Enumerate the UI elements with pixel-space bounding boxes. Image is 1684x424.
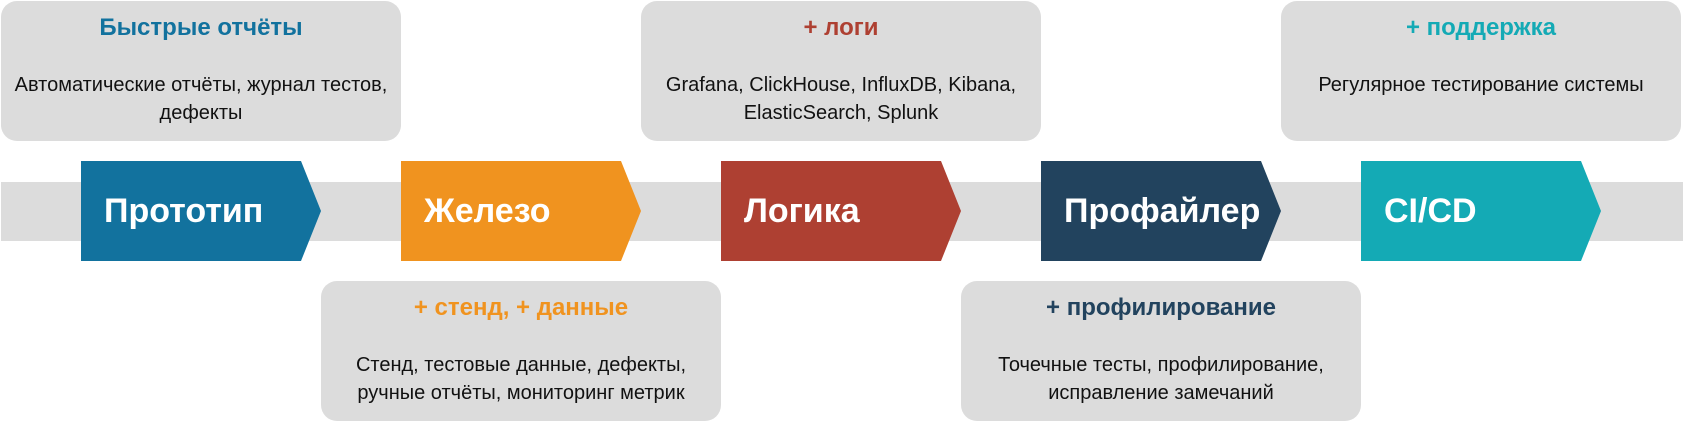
stage-label: Прототип bbox=[104, 192, 264, 230]
card-stand-data: + стенд, + данные Стенд, тестовые данные… bbox=[321, 281, 721, 421]
arrow-shape-icon bbox=[1361, 161, 1601, 261]
card-description: Регулярное тестирование системы bbox=[1318, 74, 1644, 96]
card-title: + стенд, + данные bbox=[413, 294, 629, 321]
card-description: Точечные тесты, профилирование, исправле… bbox=[998, 354, 1324, 404]
stage-label: Железо bbox=[424, 192, 551, 230]
card-logs: + логи Grafana, ClickHouse, InfluxDB, Ki… bbox=[641, 1, 1041, 141]
arrow-shape-icon bbox=[401, 161, 641, 261]
stage-label: Профайлер bbox=[1064, 192, 1261, 230]
card-description: Grafana, ClickHouse, InfluxDB, Kibana, E… bbox=[665, 74, 1017, 124]
card-title: + профилирование bbox=[1046, 294, 1276, 321]
stage-logic: Логика bbox=[721, 161, 961, 261]
arrow-shape-icon bbox=[1041, 161, 1281, 261]
arrow-shape-icon bbox=[721, 161, 961, 261]
card-profiling: + профилирование Точечные тесты, профили… bbox=[961, 281, 1361, 421]
card-title: + логи bbox=[803, 14, 879, 41]
stage-hardware: Железо bbox=[401, 161, 641, 261]
card-description: Автоматические отчёты, журнал тестов, де… bbox=[14, 74, 388, 124]
stage-label: Логика bbox=[744, 192, 860, 230]
stage-profiler: Профайлер bbox=[1041, 161, 1281, 261]
arrow-shape-icon bbox=[81, 161, 321, 261]
card-support: + поддержка Регулярное тестирование сист… bbox=[1281, 1, 1681, 141]
card-quick-reports: Быстрые отчёты Автоматические отчёты, жу… bbox=[1, 1, 401, 141]
card-description: Стенд, тестовые данные, дефекты, ручные … bbox=[355, 354, 687, 404]
card-title: Быстрые отчёты bbox=[99, 14, 303, 41]
stage-cicd: CI/CD bbox=[1361, 161, 1601, 261]
stage-prototype: Прототип bbox=[81, 161, 321, 261]
card-title: + поддержка bbox=[1405, 14, 1557, 41]
stage-label: CI/CD bbox=[1384, 192, 1477, 230]
